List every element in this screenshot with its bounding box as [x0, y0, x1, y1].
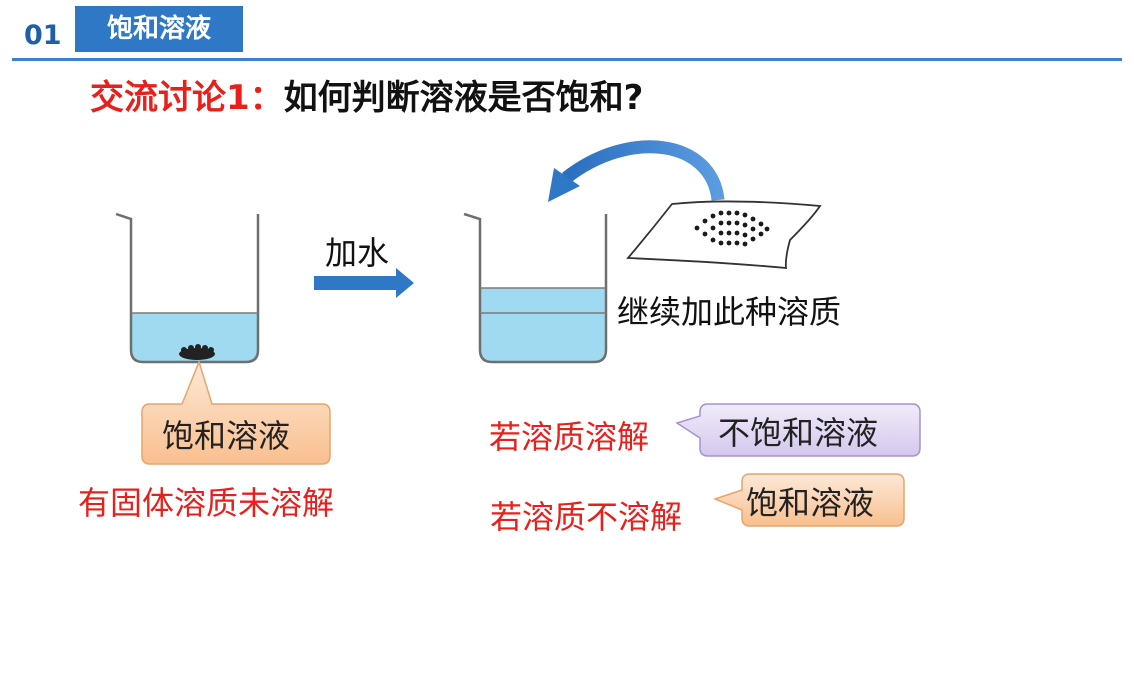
beaker-outline-left [115, 212, 260, 364]
section-title-tag: 饱和溶液 [75, 6, 243, 52]
condition-not-dissolve: 若溶质不溶解 [490, 498, 683, 536]
condition-dissolves: 若溶质溶解 [489, 418, 650, 456]
undissolved-solid-icon [179, 344, 215, 360]
saturated-label: 饱和溶液 [162, 417, 291, 455]
add-more-solute-label: 继续加此种溶质 [617, 293, 842, 331]
callout-bubble-unsaturated [675, 403, 921, 457]
pour-solute-arrow-icon [548, 140, 725, 202]
beaker-diluted [463, 212, 608, 364]
header-divider [12, 58, 1122, 61]
section-number: 01 [24, 20, 62, 51]
discussion-lead: 交流讨论1： [90, 78, 284, 118]
unsaturated-label: 不饱和溶液 [718, 414, 879, 452]
beaker-saturated [115, 212, 260, 364]
saturated-label-right: 饱和溶液 [746, 484, 875, 522]
solute-on-paper-icon [626, 200, 822, 269]
add-water-label: 加水 [325, 234, 390, 272]
beaker-outline-right [463, 212, 608, 364]
undissolved-caption: 有固体溶质未溶解 [78, 484, 335, 522]
callout-bubble-saturated-right [712, 473, 905, 527]
add-water-arrow-icon [314, 268, 414, 298]
beaker-water-right [480, 288, 606, 362]
discussion-title: 交流讨论1：如何判断溶液是否饱和? [90, 70, 643, 119]
discussion-question: 如何判断溶液是否饱和? [283, 78, 644, 118]
beaker-water-left [131, 313, 258, 362]
callout-bubble-saturated [141, 359, 331, 465]
